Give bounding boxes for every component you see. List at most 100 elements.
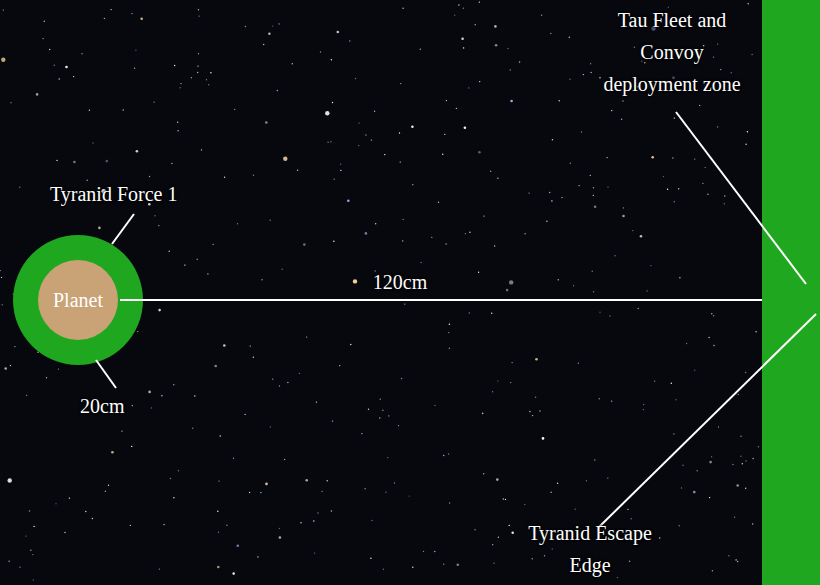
- star: [385, 492, 386, 493]
- star: [412, 184, 413, 185]
- star: [42, 38, 43, 39]
- map-label: Tyranid Escape Edge: [515, 517, 665, 581]
- star: [599, 77, 600, 78]
- star: [331, 510, 332, 511]
- star: [594, 459, 595, 460]
- star: [1, 58, 5, 62]
- star: [98, 227, 101, 230]
- star: [720, 69, 721, 70]
- star: [448, 332, 449, 333]
- star: [340, 164, 341, 165]
- star: [19, 567, 20, 568]
- star: [448, 453, 449, 454]
- star: [56, 160, 57, 161]
- star: [213, 244, 214, 245]
- star: [529, 411, 530, 412]
- star: [454, 14, 455, 15]
- star: [717, 43, 718, 44]
- star: [305, 479, 308, 482]
- star: [735, 559, 736, 560]
- star: [611, 110, 612, 111]
- star: [270, 220, 271, 221]
- star: [339, 365, 340, 366]
- star: [244, 414, 245, 415]
- star: [738, 394, 739, 395]
- star: [10, 102, 11, 103]
- star: [593, 291, 594, 292]
- star: [132, 405, 133, 406]
- star: [361, 433, 362, 434]
- star: [153, 101, 154, 102]
- star: [599, 312, 600, 313]
- map-label: 120cm: [373, 266, 427, 298]
- star: [257, 556, 258, 557]
- star: [705, 167, 706, 168]
- star: [745, 372, 746, 373]
- star: [494, 245, 495, 246]
- star: [364, 488, 365, 489]
- star: [194, 395, 195, 396]
- star: [400, 83, 401, 84]
- star: [85, 511, 86, 512]
- star: [408, 495, 409, 496]
- star: [457, 564, 460, 567]
- star: [249, 492, 250, 493]
- star: [300, 522, 301, 523]
- star: [353, 279, 357, 283]
- star: [590, 72, 591, 73]
- star: [261, 279, 262, 280]
- star: [161, 395, 162, 396]
- star: [131, 13, 132, 14]
- star: [399, 132, 400, 133]
- star: [44, 21, 45, 22]
- star: [552, 139, 553, 140]
- star: [333, 241, 334, 242]
- star: [218, 532, 219, 533]
- star: [158, 225, 159, 226]
- star: [519, 61, 520, 62]
- star: [732, 464, 733, 465]
- star: [387, 457, 388, 458]
- star: [674, 117, 675, 118]
- star: [55, 503, 56, 504]
- star: [456, 108, 457, 109]
- star: [728, 555, 729, 556]
- star: [528, 192, 529, 193]
- star: [506, 289, 509, 292]
- star: [509, 280, 513, 284]
- star: [292, 63, 293, 64]
- star: [718, 426, 719, 427]
- star: [420, 262, 421, 263]
- star: [317, 512, 318, 513]
- star: [92, 142, 93, 143]
- star: [747, 131, 748, 132]
- star: [581, 131, 582, 132]
- star: [524, 233, 525, 234]
- stars: [0, 1, 759, 580]
- star: [282, 269, 283, 270]
- star: [223, 344, 226, 347]
- star: [137, 331, 138, 332]
- star: [461, 38, 464, 41]
- star: [177, 122, 178, 123]
- star: [332, 102, 333, 103]
- star: [81, 53, 82, 54]
- star: [634, 47, 635, 48]
- star: [686, 343, 687, 344]
- star: [111, 451, 114, 454]
- star: [549, 192, 550, 193]
- star: [557, 483, 558, 484]
- star: [569, 37, 570, 38]
- star: [614, 255, 615, 256]
- star: [314, 552, 315, 553]
- star: [561, 197, 562, 198]
- star: [371, 139, 372, 140]
- star: [380, 399, 381, 400]
- star: [559, 100, 560, 101]
- star: [607, 186, 608, 187]
- star: [535, 397, 536, 398]
- star: [483, 473, 484, 474]
- star: [638, 308, 639, 309]
- star: [19, 187, 20, 188]
- star: [197, 65, 198, 66]
